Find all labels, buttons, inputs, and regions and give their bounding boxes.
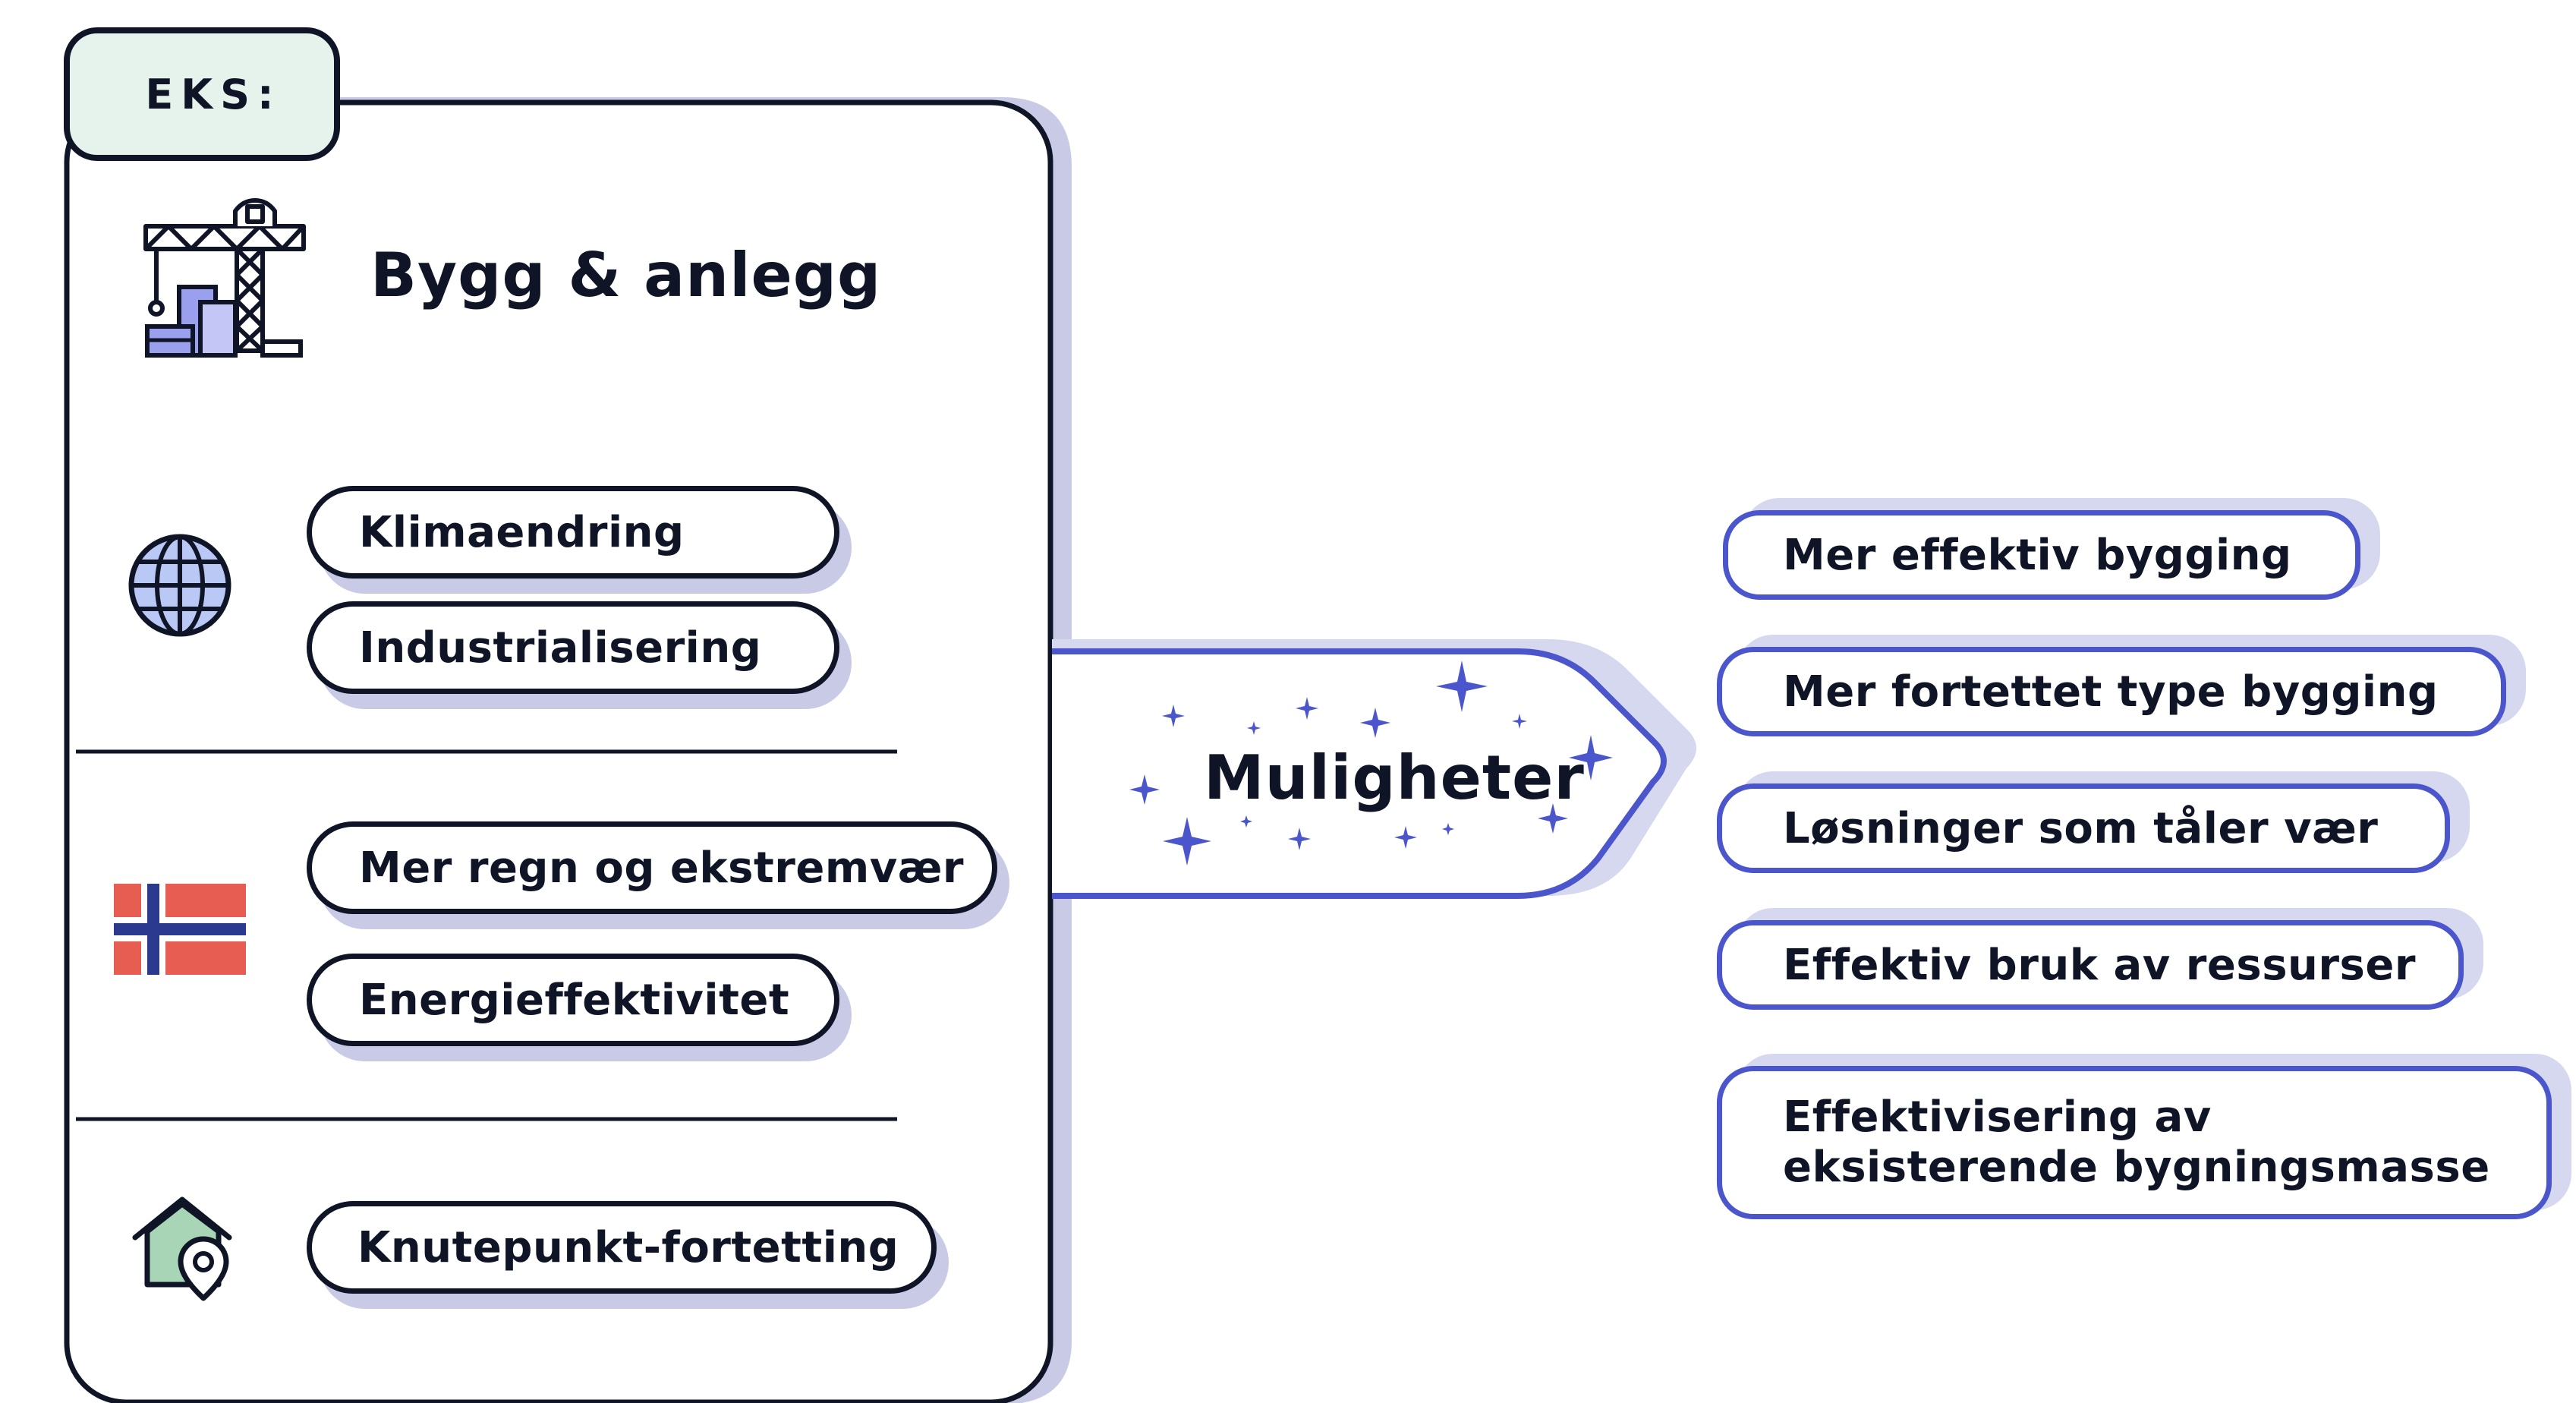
driver-pill: Klimaendring (307, 486, 839, 579)
globe-icon (126, 531, 234, 639)
house-location-icon (128, 1195, 237, 1301)
arrow-label: Muligheter (1204, 742, 1585, 813)
opportunity-pill: Effektivisering av eksisterende bygnings… (1717, 1066, 2552, 1219)
opportunity-label: Mer effektiv bygging (1783, 530, 2292, 580)
opportunity-label: Mer fortettet type bygging (1783, 667, 2439, 717)
driver-pill: Industrialisering (307, 601, 839, 694)
opportunity-pill: Løsninger som tåler vær (1717, 783, 2450, 873)
driver-pill: Knutepunkt-fortetting (307, 1201, 937, 1294)
opportunity-label: Effektiv bruk av ressurser (1783, 940, 2416, 990)
crane-building-icon (141, 196, 308, 360)
opportunity-pill: Effektiv bruk av ressurser (1717, 920, 2464, 1010)
example-tag-label: EKS: (145, 70, 282, 118)
opportunity-label: Løsninger som tåler vær (1783, 803, 2379, 853)
norway-flag-icon (114, 884, 246, 975)
driver-label: Industrialisering (359, 623, 762, 673)
opportunity-pill: Mer fortettet type bygging (1717, 647, 2506, 736)
opportunity-label: Effektivisering av eksisterende bygnings… (1783, 1092, 2490, 1192)
driver-label: Energieffektivitet (359, 975, 790, 1025)
opportunity-pill: Mer effektiv bygging (1723, 510, 2360, 600)
driver-pill: Mer regn og ekstremvær (307, 821, 997, 914)
driver-label: Klimaendring (359, 507, 685, 557)
driver-label: Knutepunkt-fortetting (357, 1222, 899, 1272)
sector-title: Bygg & anlegg (370, 240, 882, 311)
sparkles-icon (1116, 661, 1624, 888)
driver-label: Mer regn og ekstremvær (359, 843, 964, 893)
example-tag: EKS: (64, 27, 340, 161)
driver-pill: Energieffektivitet (307, 954, 839, 1046)
